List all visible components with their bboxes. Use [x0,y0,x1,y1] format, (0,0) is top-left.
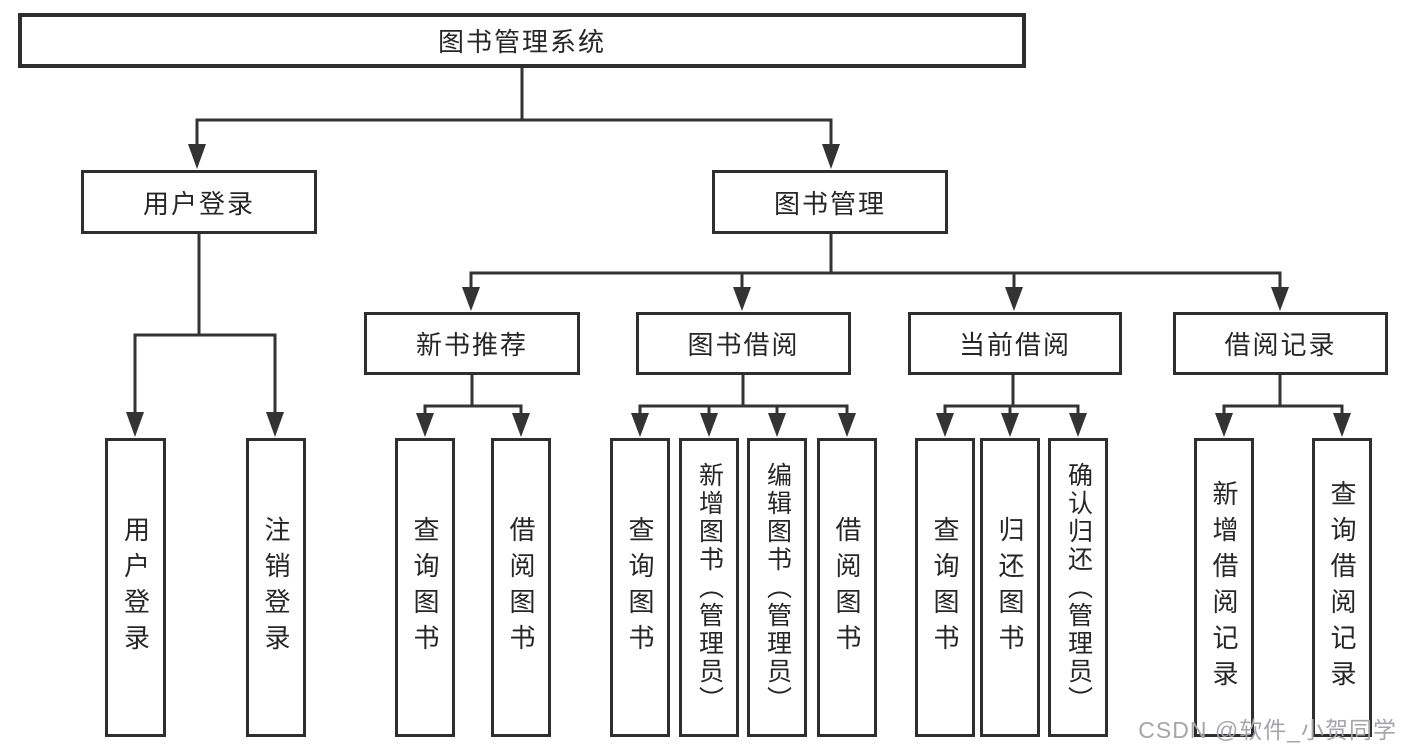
arrowhead [768,413,786,437]
arrowhead [462,287,480,311]
arrowhead [822,144,840,169]
arrowhead [1333,413,1351,437]
arrowhead [512,413,530,437]
leaf-box-borrow-book: 借阅图书 [817,438,877,737]
arrowhead [733,287,751,311]
connector-userlogin-branch [133,333,277,416]
arrowhead [631,413,649,437]
leaf-label: 查询借阅记录 [1327,479,1357,696]
leaf-label: 新增借阅记录 [1209,479,1239,696]
leaf-box-return-book: 归还图书 [980,438,1040,737]
leaf-box-logout: 注销登录 [246,438,306,737]
leaf-box-user-login: 用户登录 [105,438,166,737]
arrowhead [1005,287,1023,311]
level1-box-user-login: 用户登录 [81,170,317,234]
leaf-label: 查询图书 [410,515,440,660]
level2-box-current-borrow: 当前借阅 [908,312,1122,375]
level1-label: 用户登录 [142,188,255,219]
csdn-watermark: CSDN @软件_小贺同学 [1138,717,1397,743]
leaf-box-confirm-return-admin: 确认归还（管理员） [1048,438,1108,737]
leaf-label: 归还图书 [995,515,1025,660]
arrowhead [266,412,284,437]
level2-label: 新书推荐 [415,330,528,360]
level1-box-book-management: 图书管理 [712,170,948,234]
root-box-system: 图书管理系统 [18,13,1026,68]
level2-label: 借阅记录 [1224,330,1337,360]
leaf-label: 注销登录 [261,515,291,660]
leaf-label: 编辑图书（管理员） [763,461,792,714]
level2-box-new-book-recommend: 新书推荐 [364,312,580,375]
leaf-box-borrow-book: 借阅图书 [491,438,551,737]
leaf-box-search-book: 查询图书 [915,438,975,737]
level2-label: 图书借阅 [687,330,800,360]
arrowhead [1215,413,1233,437]
arrowhead [1271,287,1289,311]
leaf-label: 借阅图书 [506,515,536,660]
arrowhead [838,413,856,437]
leaf-label: 查询图书 [625,515,655,660]
arrowhead [1001,413,1019,437]
root-label: 图书管理系统 [437,27,606,57]
arrowhead [936,413,954,437]
leaf-box-edit-book-admin: 编辑图书（管理员） [747,438,807,737]
connector-newbook-branch [423,404,523,416]
leaf-label: 用户登录 [120,515,151,660]
level1-label: 图书管理 [773,188,886,219]
arrowhead [188,144,206,169]
level2-box-borrow-record: 借阅记录 [1173,312,1388,375]
level2-label: 当前借阅 [958,330,1071,360]
leaf-label: 借阅图书 [832,515,862,660]
connector-borrow-branch [638,404,849,416]
connector-record-branch [1222,404,1344,416]
arrowhead [126,412,144,437]
leaf-label: 新增图书（管理员） [695,461,724,714]
leaf-box-search-book: 查询图书 [395,438,455,737]
leaf-label: 查询图书 [930,515,960,660]
arrowhead [1069,413,1087,437]
connector-bookmgmt-branch [469,271,1282,291]
leaf-box-add-borrow-record: 新增借阅记录 [1194,438,1254,737]
leaf-box-search-book: 查询图书 [610,438,670,737]
arrowhead [700,413,718,437]
leaf-label: 确认归还（管理员） [1064,461,1093,714]
arrowhead [416,413,434,437]
leaf-box-search-borrow-record: 查询借阅记录 [1312,438,1372,737]
leaf-box-add-book-admin: 新增图书（管理员） [679,438,739,737]
level2-box-book-borrow: 图书借阅 [636,312,851,375]
connector-root-branch [195,118,833,148]
